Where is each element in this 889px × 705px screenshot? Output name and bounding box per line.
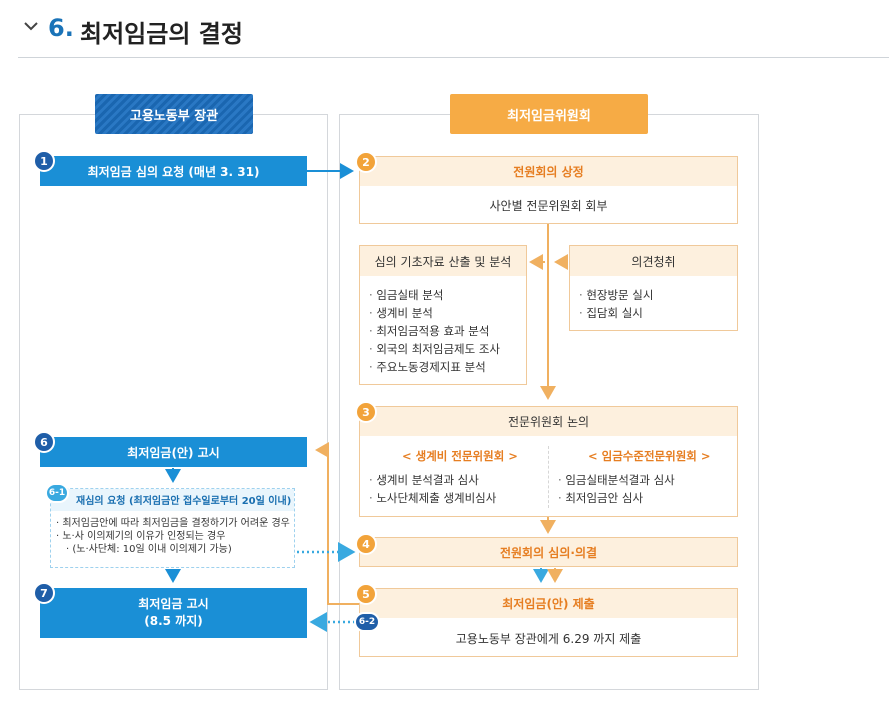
section-title: 최저임금의 결정 — [80, 20, 243, 48]
living-cost-list: 생계비 분석결과 심사 노사단체제출 생계비심사 — [369, 471, 496, 507]
list-item: 생계비 분석 — [369, 304, 500, 322]
commission-header: 최저임금위원회 — [450, 94, 648, 134]
list-item: 최저임금적용 효과 분석 — [369, 322, 500, 340]
step-6-badge: 6 — [33, 431, 55, 453]
step-3-divider — [548, 446, 549, 508]
step-6-label: 최저임금(안) 고시 — [127, 445, 220, 460]
list-item: 집담회 실시 — [579, 304, 653, 322]
chevron-down-icon[interactable] — [22, 17, 40, 35]
step-7-final-notice-box: 최저임금 고시 (8.5 까지) — [40, 588, 307, 638]
step-4-badge: 4 — [355, 533, 377, 555]
step-2-body: 사안별 전문위원회 회부 — [489, 199, 608, 213]
step-7-line1: 최저임금 고시 — [138, 597, 209, 611]
step-5-body: 고용노동부 장관에게 6.29 까지 제출 — [455, 631, 642, 646]
list-item-text: (노·사단체: 10일 이내 이의제기 가능) — [72, 544, 232, 555]
step-7-badge: 7 — [33, 582, 55, 604]
step-3-title: 전문위원회 논의 — [360, 407, 737, 436]
step-7-line2: (8.5 까지) — [144, 614, 203, 628]
step-6-1-title: 재심의 요청 (최저임금안 접수일로부터 20일 이내) — [76, 496, 292, 507]
list-item: (노·사단체: 10일 이내 이의제기 가능) — [56, 543, 290, 556]
step-6-notice-box: 최저임금(안) 고시 — [40, 437, 307, 467]
list-item: 노·사 이의제기의 이유가 인정되는 경우 — [56, 530, 290, 543]
list-item: 임금실태 분석 — [369, 286, 500, 304]
living-cost-committee-title: < 생계비 전문위원회 > — [402, 449, 518, 463]
list-item: 노사단체제출 생계비심사 — [369, 489, 496, 507]
step-1-badge: 1 — [33, 150, 55, 172]
step-4-box: 전원회의 심의·의결 — [359, 537, 738, 567]
step-6-2-badge: 6-2 — [354, 612, 380, 632]
step-1-request-box: 최저임금 심의 요청 (매년 3. 31) — [40, 156, 307, 186]
step-4-title: 전원회의 심의·의결 — [499, 545, 598, 560]
step-2-title: 전원회의 상정 — [360, 157, 737, 186]
ministry-header: 고용노동부 장관 — [95, 94, 253, 134]
header-divider — [18, 57, 889, 58]
list-item: 현장방문 실시 — [579, 286, 653, 304]
list-item: 외국의 최저임금제도 조사 — [369, 340, 500, 358]
wage-level-committee-title: < 임금수준전문위원회 > — [588, 449, 711, 463]
step-3-badge: 3 — [355, 401, 377, 423]
step-6-1-list: 최저임금안에 따라 최저임금을 결정하기가 어려운 경우 노·사 이의제기의 이… — [56, 517, 290, 556]
analysis-title: 심의 기초자료 산출 및 분석 — [360, 246, 526, 276]
opinion-title: 의견청취 — [570, 246, 737, 276]
step-1-label: 최저임금 심의 요청 (매년 3. 31) — [87, 164, 260, 179]
step-5-badge: 5 — [355, 583, 377, 605]
list-item: 최저임금안 심사 — [558, 489, 675, 507]
list-item: 임금실태분석결과 심사 — [558, 471, 674, 489]
list-item: 생계비 분석결과 심사 — [369, 471, 496, 489]
section-header: 6. 최저임금의 결정 — [0, 0, 889, 60]
step-2-badge: 2 — [355, 151, 377, 173]
step-6-1-header-bg — [51, 489, 294, 511]
wage-level-list: 임금실태분석결과 심사 최저임금안 심사 — [558, 471, 675, 507]
step-5-title: 최저임금(안) 제출 — [360, 589, 737, 618]
analysis-list: 임금실태 분석 생계비 분석 최저임금적용 효과 분석 외국의 최저임금제도 조… — [369, 286, 500, 376]
step-6-1-badge: 6-1 — [45, 483, 69, 503]
list-item: 최저임금안에 따라 최저임금을 결정하기가 어려운 경우 — [56, 517, 290, 530]
section-number: 6. — [48, 14, 74, 42]
opinion-list: 현장방문 실시 집담회 실시 — [579, 286, 653, 322]
list-item: 주요노동경제지표 분석 — [369, 358, 500, 376]
